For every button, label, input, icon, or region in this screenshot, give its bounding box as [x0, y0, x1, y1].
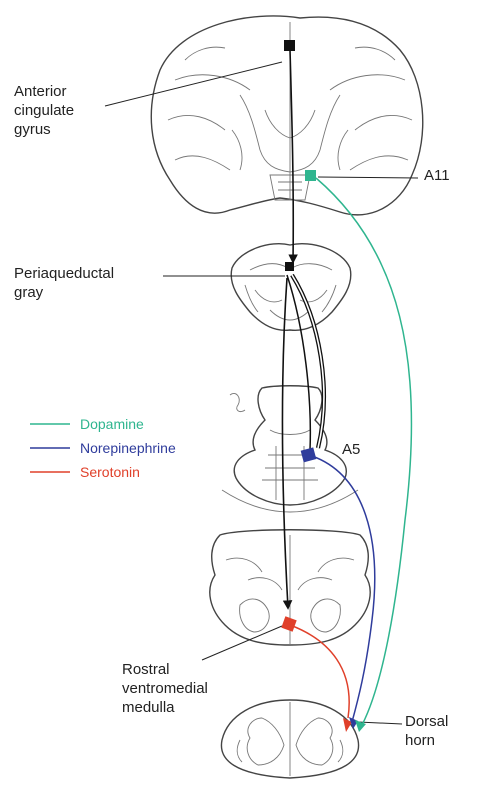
pag-marker — [285, 262, 294, 271]
anterior-cingulate-label-line3: gyrus — [14, 120, 74, 139]
periaqueductal-label-line1: Periaqueductal — [14, 264, 114, 283]
anterior-cingulate-label: Anterior cingulate gyrus — [14, 82, 74, 139]
dorsal-horn-label: Dorsal horn — [405, 712, 448, 750]
spinal-cord-section — [221, 700, 358, 778]
dorsal-horn-label-line1: Dorsal — [405, 712, 448, 731]
legend-dopamine-label: Dopamine — [80, 416, 144, 432]
periaqueductal-label-line2: gray — [14, 283, 114, 302]
anterior-cingulate-label-line1: Anterior — [14, 82, 74, 101]
legend-norepinephrine-label: Norepinephrine — [80, 440, 176, 456]
rostral-label-line1: Rostral — [122, 660, 208, 679]
periaqueductal-label: Periaqueductal gray — [14, 264, 114, 302]
a5-label: A5 — [342, 440, 360, 459]
legend-serotonin-label: Serotonin — [80, 464, 140, 480]
a11-label: A11 — [424, 166, 450, 185]
pons-section — [222, 386, 358, 512]
anterior-cingulate-label-line2: cingulate — [14, 101, 74, 120]
rostral-label-line2: ventromedial — [122, 679, 208, 698]
rostral-label-line3: medulla — [122, 698, 208, 717]
anterior-cingulate-marker — [284, 40, 295, 51]
a11-marker — [305, 170, 316, 181]
rostral-label: Rostral ventromedial medulla — [122, 660, 208, 717]
dorsal-horn-label-line2: horn — [405, 731, 448, 750]
